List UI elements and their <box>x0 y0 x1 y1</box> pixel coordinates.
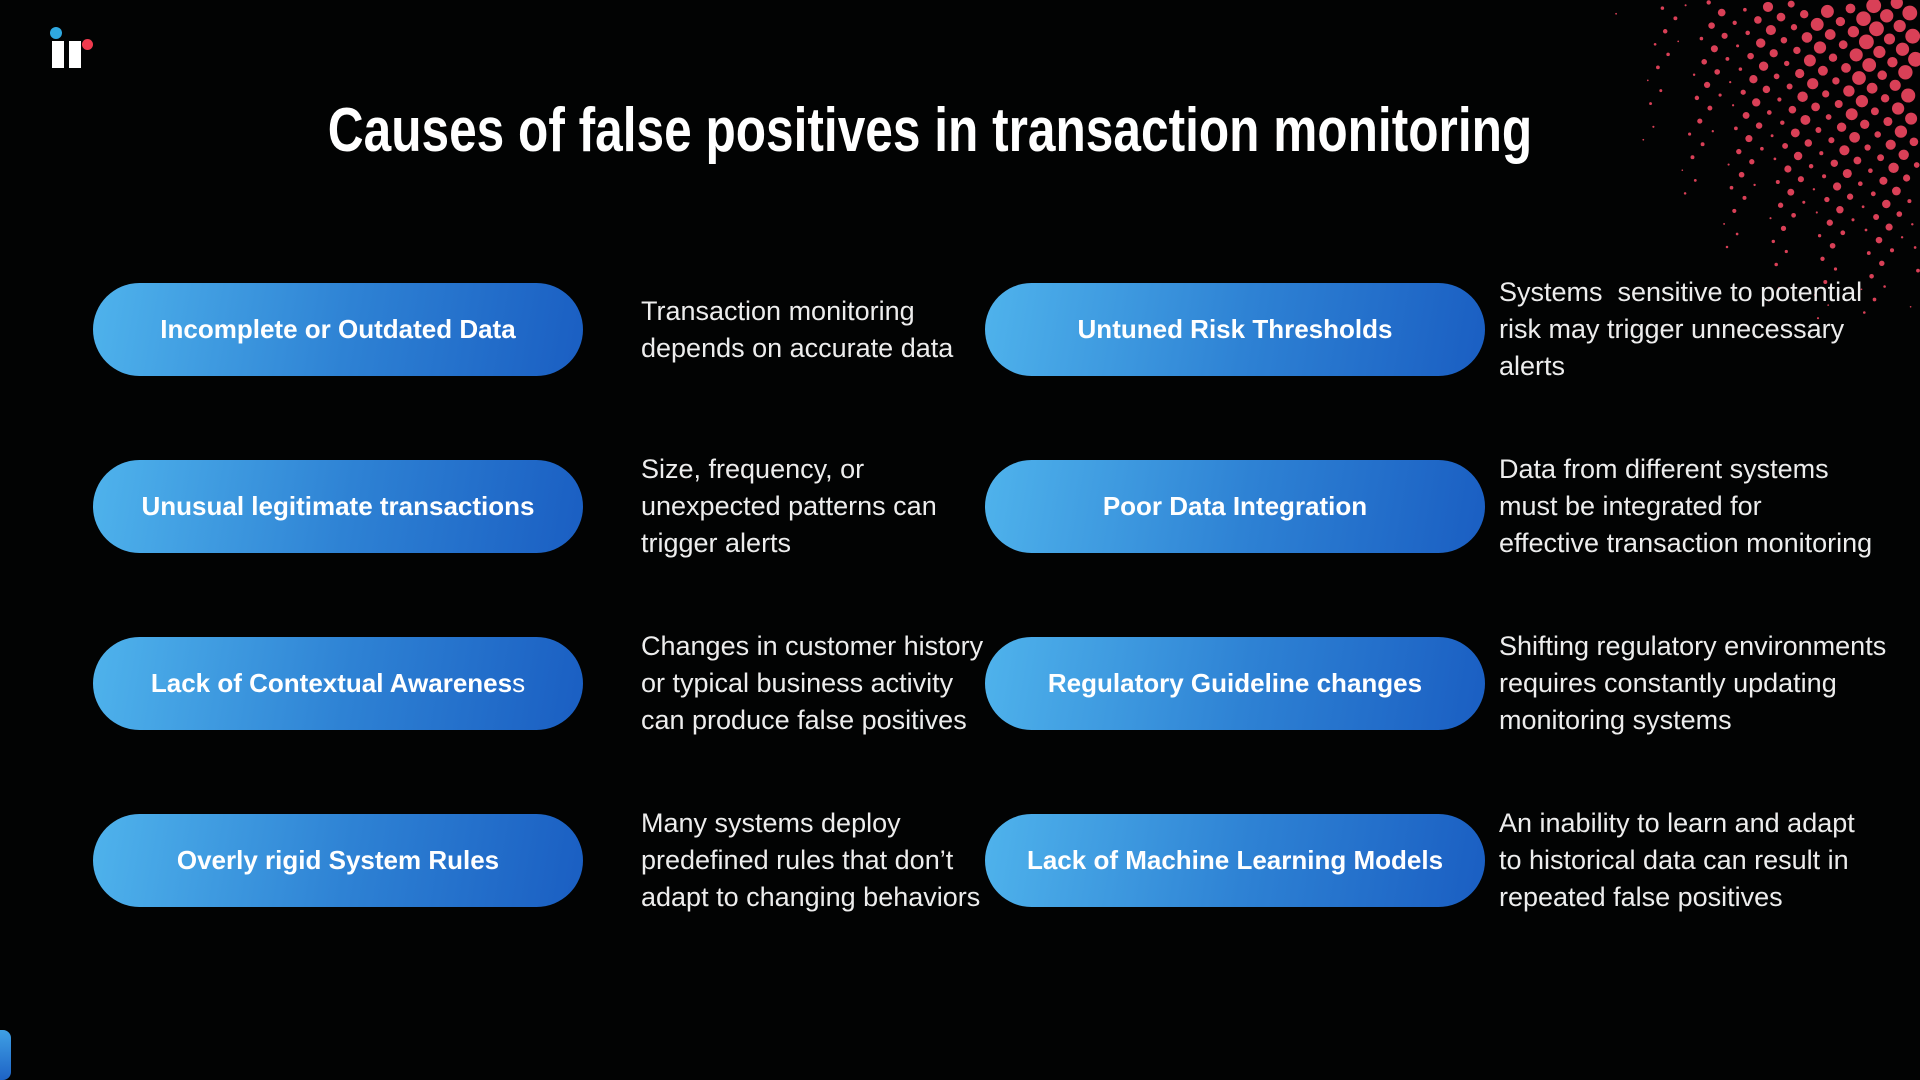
description-line: effective transaction monitoring <box>1499 528 1873 558</box>
description-line: to historical data can result in <box>1499 845 1849 875</box>
cause-pill: Incomplete or Outdated Data <box>93 283 583 376</box>
description-line: Shifting regulatory environments <box>1499 631 1887 661</box>
cause-item: Regulatory Guideline changes Shifting re… <box>985 631 1886 735</box>
description-line: alerts <box>1499 351 1566 381</box>
cause-item: Lack of Machine Learning Models An inabi… <box>985 808 1886 912</box>
description-line: must be integrated for <box>1499 491 1762 521</box>
description-line: Changes in customer history <box>641 631 984 661</box>
description-line: Many systems deploy <box>641 808 901 838</box>
cause-description: Data from different systems must be inte… <box>1499 451 1872 562</box>
page-title: Causes of false positives in transaction… <box>327 96 1533 165</box>
description-line: requires constantly updating <box>1499 668 1837 698</box>
corner-accent-shape <box>0 1030 11 1080</box>
cause-pill-label: Lack of Machine Learning Models <box>1026 845 1444 875</box>
cause-description: An inability to learn and adapt to histo… <box>1499 805 1855 916</box>
cause-pill: Lack of Machine Learning Models <box>985 814 1485 907</box>
cause-pill-label: Regulatory Guideline changes <box>1047 668 1423 698</box>
logo-bar-icon <box>69 41 81 68</box>
cause-item: Unusual legitimate transactions Size, fr… <box>93 454 985 558</box>
cause-description: Size, frequency, or unexpected patterns … <box>641 451 937 562</box>
cause-item: Poor Data Integration Data from differen… <box>985 454 1886 558</box>
cause-pill-label: Incomplete or Outdated Data <box>160 314 516 344</box>
cause-item: Incomplete or Outdated Data Transaction … <box>93 283 985 376</box>
description-line: trigger alerts <box>641 528 792 558</box>
ir-logo <box>44 12 104 70</box>
logo-blue-dot-icon <box>50 27 62 39</box>
cause-pill-label: Unusual legitimate transactions <box>141 491 535 521</box>
description-line: depends on accurate data <box>641 332 954 363</box>
cause-pill: Regulatory Guideline changes <box>985 637 1485 730</box>
description-line: Size, frequency, or <box>641 454 865 484</box>
cause-description: Transaction monitoring depends on accura… <box>641 293 953 367</box>
cause-description: Changes in customer history or typical b… <box>641 628 983 739</box>
cause-item: Untuned Risk Thresholds Systems sensitiv… <box>985 277 1886 381</box>
causes-grid: Incomplete or Outdated Data Transaction … <box>93 277 1886 912</box>
description-line: Systems sensitive to potential <box>1499 277 1863 307</box>
description-line: predefined rules that don’t <box>641 845 954 875</box>
cause-pill-label: Poor Data Integration <box>1102 491 1368 521</box>
description-line: risk may trigger unnecessary <box>1499 314 1845 344</box>
description-line: adapt to changing behaviors <box>641 882 981 912</box>
description-line: repeated false positives <box>1499 882 1783 912</box>
cause-item: Overly rigid System Rules Many systems d… <box>93 808 985 912</box>
description-line: monitoring systems <box>1499 705 1732 735</box>
cause-description: Many systems deploy predefined rules tha… <box>641 805 980 916</box>
cause-pill-label-suffix: s <box>512 668 526 698</box>
logo-bar-icon <box>52 41 64 68</box>
cause-pill-label: Lack of Contextual Awarenes <box>150 668 513 698</box>
description-line: Data from different systems <box>1499 454 1829 484</box>
description-line: An inability to learn and adapt <box>1499 808 1855 838</box>
description-line: can produce false positives <box>641 705 967 735</box>
cause-pill: Poor Data Integration <box>985 460 1485 553</box>
cause-pill: Unusual legitimate transactions <box>93 460 583 553</box>
description-line: unexpected patterns can <box>641 491 937 521</box>
cause-description: Systems sensitive to potential risk may … <box>1499 274 1862 385</box>
halftone-dots-pattern <box>1615 0 1920 320</box>
cause-pill-label: Untuned Risk Thresholds <box>1077 314 1393 344</box>
cause-pill: Untuned Risk Thresholds <box>985 283 1485 376</box>
description-line: or typical business activity <box>641 668 954 698</box>
logo-red-dot-icon <box>82 39 93 50</box>
description-line: Transaction monitoring <box>641 295 915 326</box>
cause-description: Shifting regulatory environments require… <box>1499 628 1886 739</box>
cause-pill-label: Overly rigid System Rules <box>176 845 500 875</box>
cause-pill: Overly rigid System Rules <box>93 814 583 907</box>
